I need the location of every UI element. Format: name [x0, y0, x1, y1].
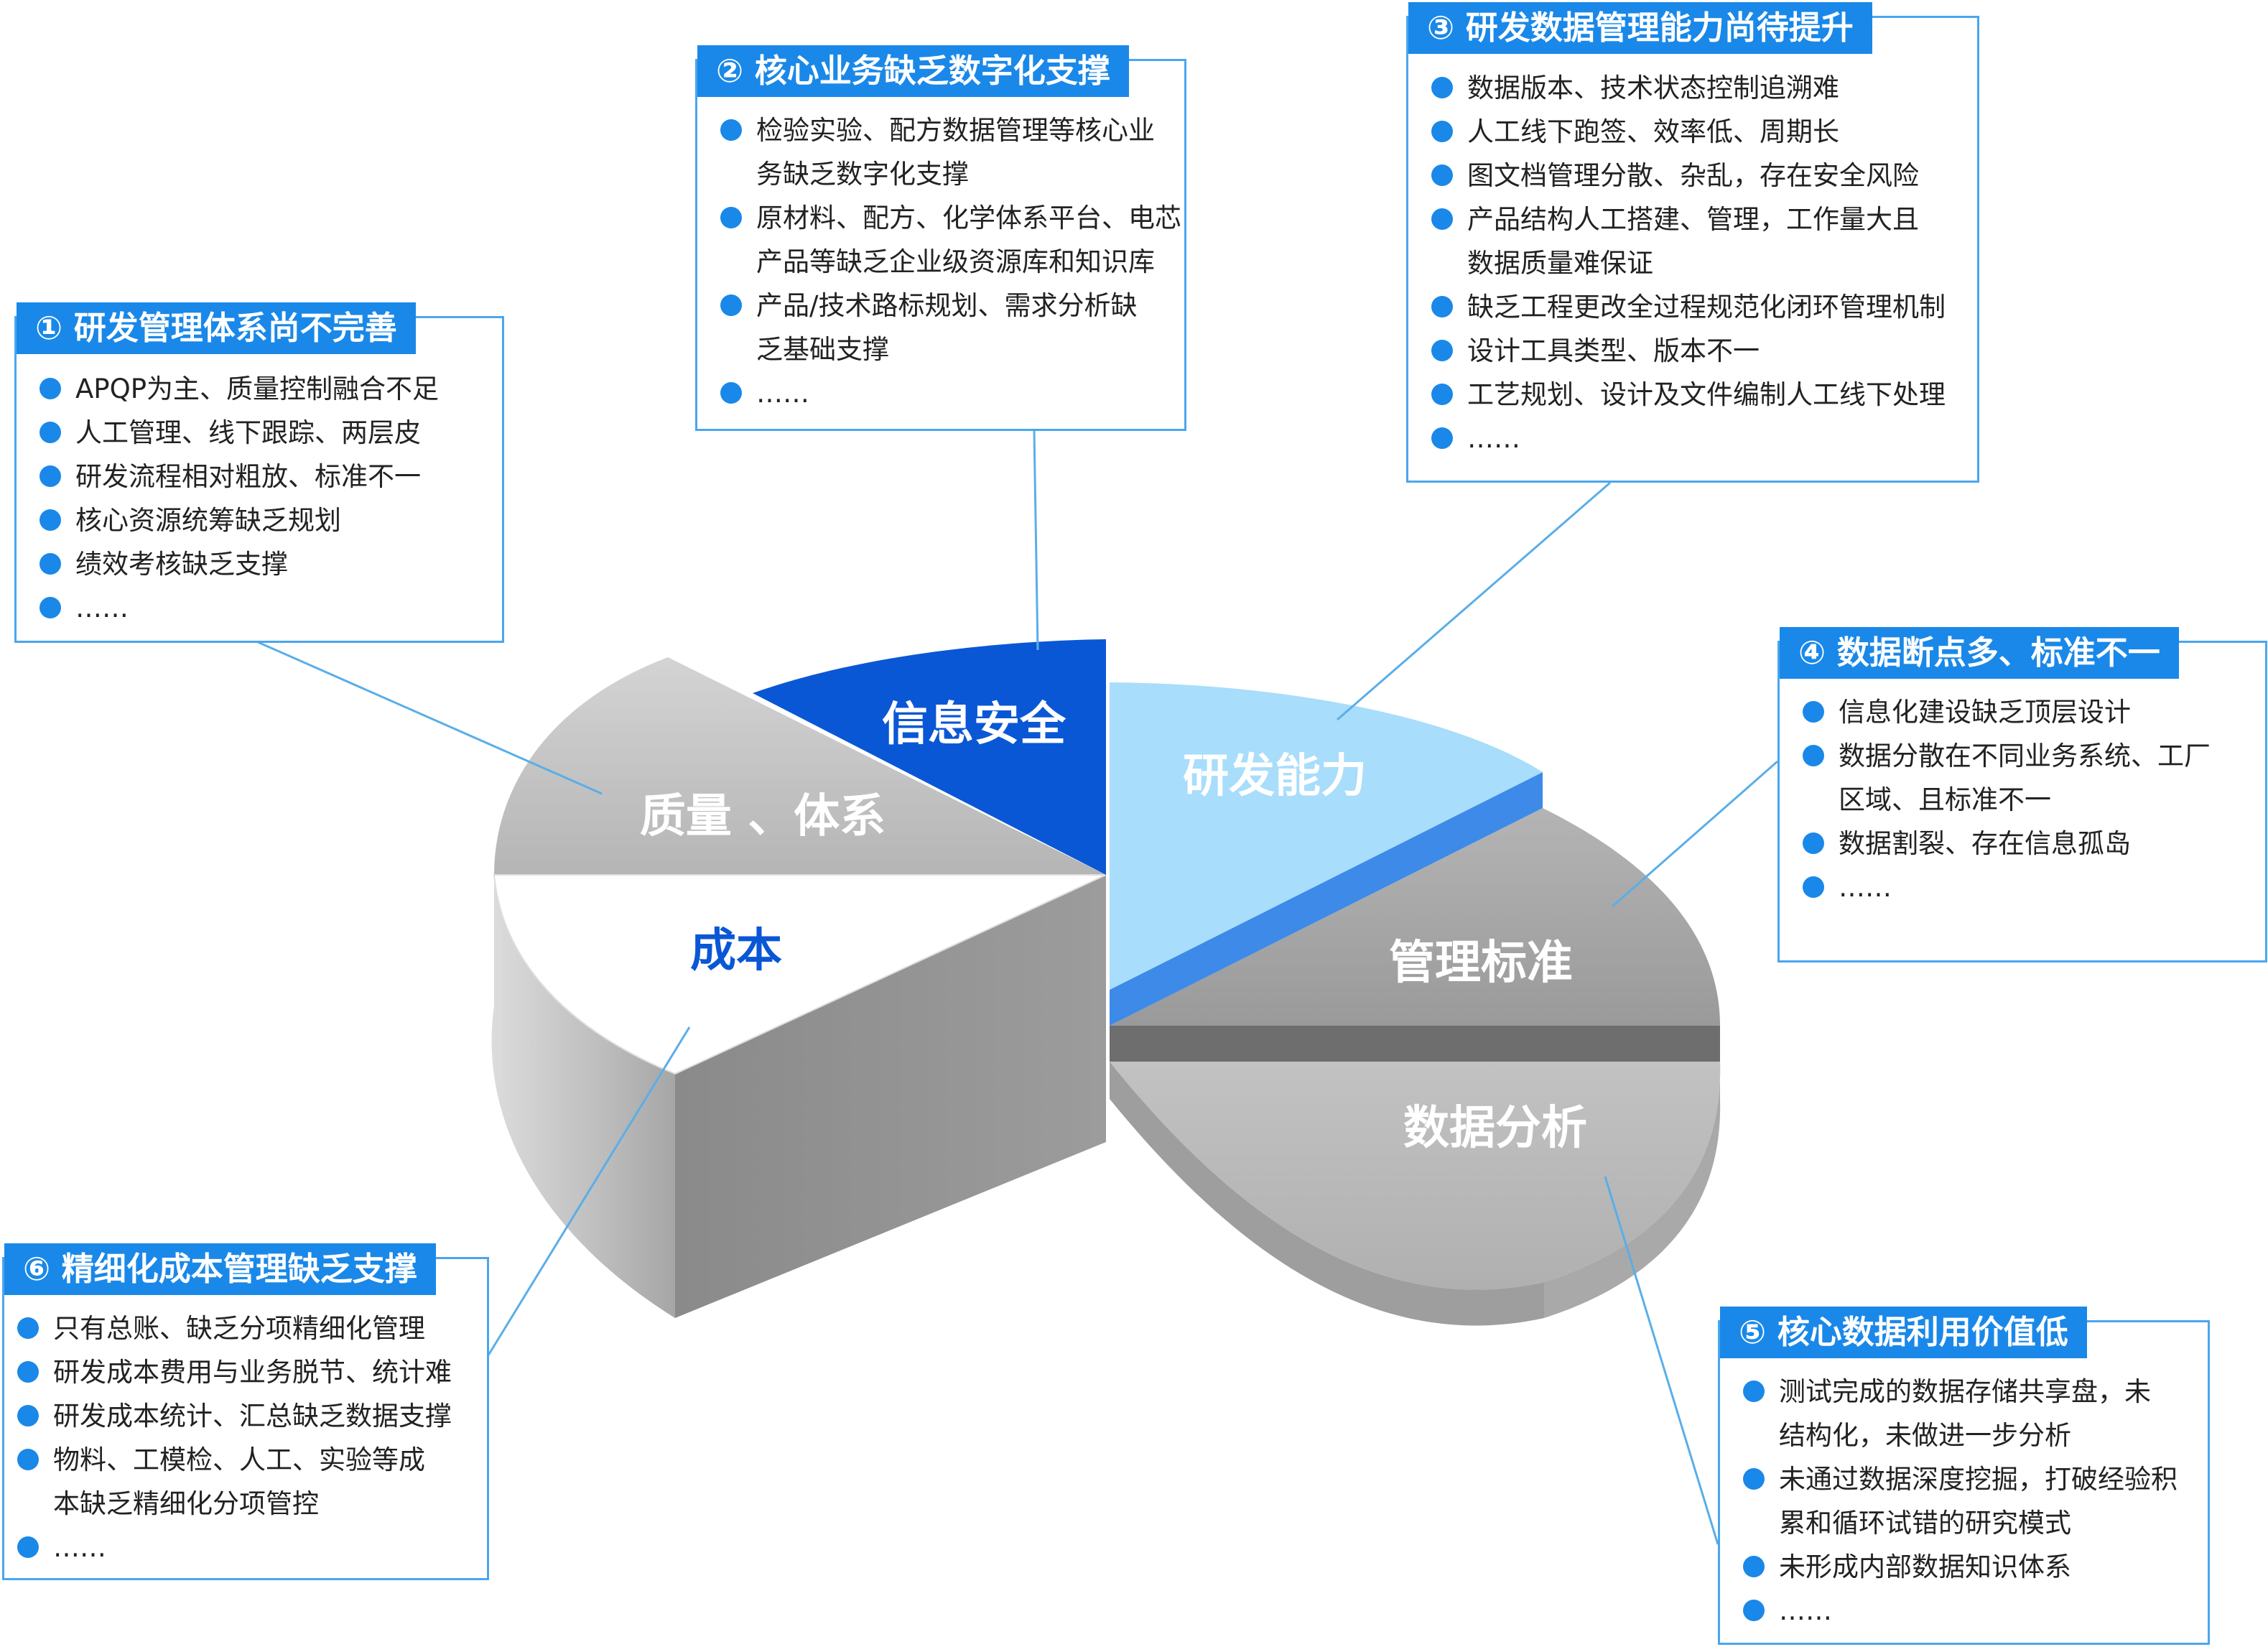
list-item: 工艺规划、设计及文件编制人工线下处理 [1428, 373, 1967, 417]
list-item: 研发成本统计、汇总缺乏数据支撑 [14, 1394, 477, 1438]
bullet-list: 检验实验、配方数据管理等核心业 务缺乏数字化支撑 原材料、配方、化学体系平台、电… [717, 108, 1181, 415]
list-item: 研发成本费用与业务脱节、统计难 [14, 1350, 477, 1394]
list-item-continuation: 结构化，未做进一步分析 [1779, 1420, 2071, 1451]
list-item: 研发流程相对粗放、标准不一 [37, 455, 492, 498]
label-rnd: 研发能力 [1183, 750, 1367, 803]
list-item-continuation: 累和循环试错的研究模式 [1779, 1508, 2071, 1539]
bullet-list: 信息化建设缺乏顶层设计 数据分散在不同业务系统、工厂 区域、且标准不一 数据割裂… [1800, 690, 2255, 909]
slice-rnd [1110, 682, 1543, 990]
list-item: …… [1428, 417, 1967, 460]
list-item-continuation: 区域、且标准不一 [1839, 784, 2051, 815]
connector-p1 [251, 638, 603, 795]
bullet-list: 数据版本、技术状态控制追溯难 人工线下跑签、效率低、周期长 图文档管理分散、杂乱… [1428, 66, 1967, 460]
list-item: 设计工具类型、版本不一 [1428, 329, 1967, 373]
rnd-side [1110, 772, 1543, 1026]
slice-quality [494, 657, 1106, 875]
list-item: 只有总账、缺乏分项精细化管理 [14, 1307, 477, 1350]
list-item: 信息化建设缺乏顶层设计 [1800, 690, 2255, 734]
list-item: 产品/技术路标规划、需求分析缺 [717, 284, 1174, 328]
list-item: 未通过数据深度挖掘，打破经验积 [1740, 1457, 2198, 1501]
list-item: …… [1800, 866, 2255, 909]
list-item: 绩效考核缺乏支撑 [37, 542, 492, 586]
list-item: 数据版本、技术状态控制追溯难 [1428, 66, 1967, 110]
panel-title: ⑤ 核心数据利用价值低 [1720, 1307, 2087, 1358]
list-item: 数据割裂、存在信息孤岛 [1800, 822, 2255, 866]
bullet-list: 测试完成的数据存储共享盘，未 结构化，未做进一步分析 未通过数据深度挖掘，打破经… [1740, 1370, 2198, 1633]
list-item: …… [14, 1526, 477, 1569]
list-item-continuation: 乏基础支撑 [756, 334, 889, 365]
list-item-continuation: 务缺乏数字化支撑 [756, 159, 969, 190]
list-item: 图文档管理分散、杂乱，存在安全风险 [1428, 154, 1967, 198]
panel-title: ② 核心业务缺乏数字化支撑 [697, 45, 1129, 97]
list-item: 数据分散在不同业务系统、工厂 [1800, 734, 2255, 778]
panel-title: ⑥ 精细化成本管理缺乏支撑 [4, 1243, 436, 1295]
list-item: 人工线下跑签、效率低、周期长 [1428, 110, 1967, 154]
panel-title: ① 研发管理体系尚不完善 [17, 302, 416, 354]
left-rim-side [491, 875, 675, 1318]
cost-cut-face [675, 875, 1106, 1318]
list-item: 人工管理、线下跟踪、两层皮 [37, 411, 492, 455]
panel-data-breakpoints: ④ 数据断点多、标准不一 信息化建设缺乏顶层设计 数据分散在不同业务系统、工厂 … [1777, 627, 2267, 962]
list-item: …… [1740, 1589, 2198, 1633]
list-item: 测试完成的数据存储共享盘，未 [1740, 1370, 2198, 1414]
analysis-side [1110, 1062, 1544, 1326]
list-item-continuation: 本缺乏精细化分项管控 [53, 1488, 319, 1519]
list-item: 物料、工模检、人工、实验等成 [14, 1438, 477, 1482]
label-mgmt: 管理标准 [1389, 937, 1573, 990]
slice-analysis [1110, 1062, 1721, 1290]
label-cost: 成本 [690, 924, 782, 978]
connector-p4 [1612, 760, 1778, 908]
panel-title: ③ 研发数据管理能力尚待提升 [1408, 2, 1872, 54]
connector-p6 [485, 1026, 691, 1358]
slice-cost [493, 874, 1107, 1075]
panel-cost-management: ⑥ 精细化成本管理缺乏支撑 只有总账、缺乏分项精细化管理 研发成本费用与业务脱节… [2, 1243, 489, 1580]
panel-rnd-management-system: ① 研发管理体系尚不完善 APQP为主、质量控制融合不足 人工管理、线下跟踪、两… [14, 302, 504, 643]
bullet-list: 只有总账、缺乏分项精细化管理 研发成本费用与业务脱节、统计难 研发成本统计、汇总… [14, 1307, 477, 1569]
list-item: 缺乏工程更改全过程规范化闭环管理机制 [1428, 285, 1967, 329]
list-item: …… [37, 586, 492, 630]
label-security: 信息安全 [882, 698, 1066, 751]
list-item: …… [717, 371, 1174, 415]
connector-p3 [1337, 481, 1611, 721]
list-item: 原材料、配方、化学体系平台、电芯 [717, 196, 1181, 240]
panel-rnd-data-management: ③ 研发数据管理能力尚待提升 数据版本、技术状态控制追溯难 人工线下跑签、效率低… [1406, 2, 1979, 483]
bullet-list: APQP为主、质量控制融合不足 人工管理、线下跟踪、两层皮 研发流程相对粗放、标… [37, 367, 492, 630]
list-item-continuation: 数据质量难保证 [1467, 248, 1653, 279]
list-item: APQP为主、质量控制融合不足 [37, 367, 492, 411]
label-quality: 质量 、体系 [640, 790, 886, 843]
list-item-continuation: 产品等缺乏企业级资源库和知识库 [756, 246, 1155, 277]
connector-p2 [1033, 430, 1039, 651]
slice-security [753, 639, 1106, 875]
panel-title: ④ 数据断点多、标准不一 [1780, 627, 2179, 679]
list-item: 产品结构人工搭建、管理，工作量大且 [1428, 198, 1967, 241]
slice-mgmt [1110, 808, 1720, 1026]
list-item: 核心资源统筹缺乏规划 [37, 498, 492, 542]
list-item: 未形成内部数据知识体系 [1740, 1545, 2198, 1589]
panel-core-data-value: ⑤ 核心数据利用价值低 测试完成的数据存储共享盘，未 结构化，未做进一步分析 未… [1718, 1307, 2210, 1645]
connector-p5 [1604, 1176, 1719, 1545]
list-item: 检验实验、配方数据管理等核心业 [717, 108, 1174, 152]
mgmt-side-band [1110, 1026, 1720, 1062]
panel-core-business-digital: ② 核心业务缺乏数字化支撑 检验实验、配方数据管理等核心业 务缺乏数字化支撑 原… [695, 45, 1186, 431]
label-analysis: 数据分析 [1403, 1102, 1587, 1155]
